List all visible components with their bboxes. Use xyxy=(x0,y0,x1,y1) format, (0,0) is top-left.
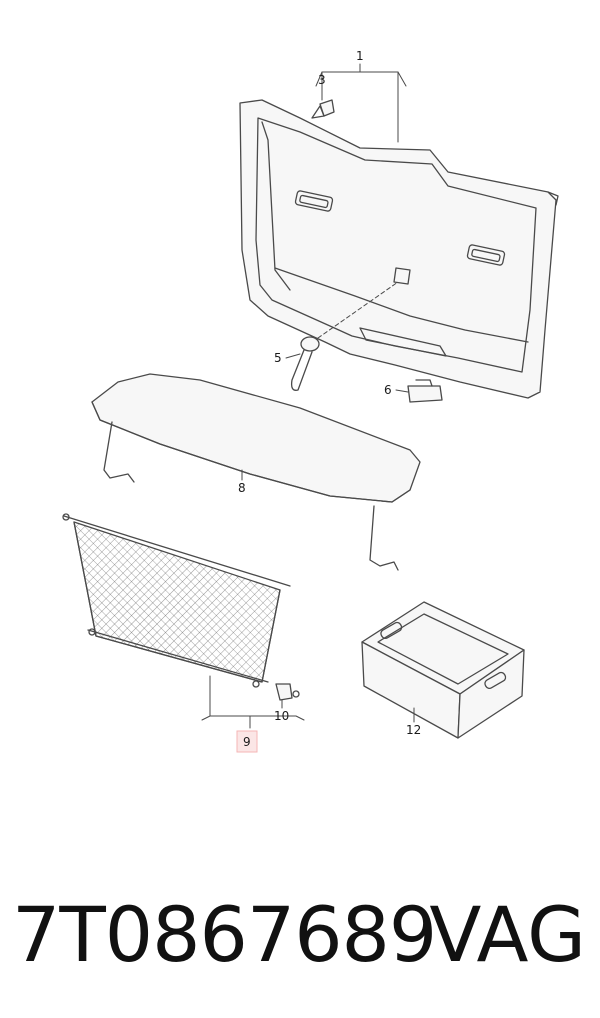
callout-12: 12 xyxy=(406,723,421,737)
callout-10: 10 xyxy=(274,709,289,723)
bracket-part-6 xyxy=(407,379,443,403)
highlight-box xyxy=(236,730,258,753)
callout-5: 5 xyxy=(274,351,282,365)
pull-strap xyxy=(290,336,320,391)
leader-lines xyxy=(201,63,415,729)
tailgate-trim-panel xyxy=(239,99,559,399)
brand-name: VAG xyxy=(429,890,586,979)
part-number: 7T0867689 xyxy=(12,890,437,979)
callout-9: 9 xyxy=(243,735,251,749)
hook-part-10 xyxy=(275,683,300,701)
clip-part-3 xyxy=(311,99,335,119)
callout-1: 1 xyxy=(356,49,364,63)
cargo-net xyxy=(62,513,291,688)
parts-diagram: 1 3 5 6 8 9 10 12 xyxy=(62,49,559,753)
callout-3: 3 xyxy=(318,73,326,87)
storage-box xyxy=(361,601,525,739)
callout-6: 6 xyxy=(384,383,392,397)
parcel-shelf xyxy=(91,373,421,571)
footer: 7T0867689 VAG xyxy=(0,880,600,990)
callout-8: 8 xyxy=(238,481,246,495)
